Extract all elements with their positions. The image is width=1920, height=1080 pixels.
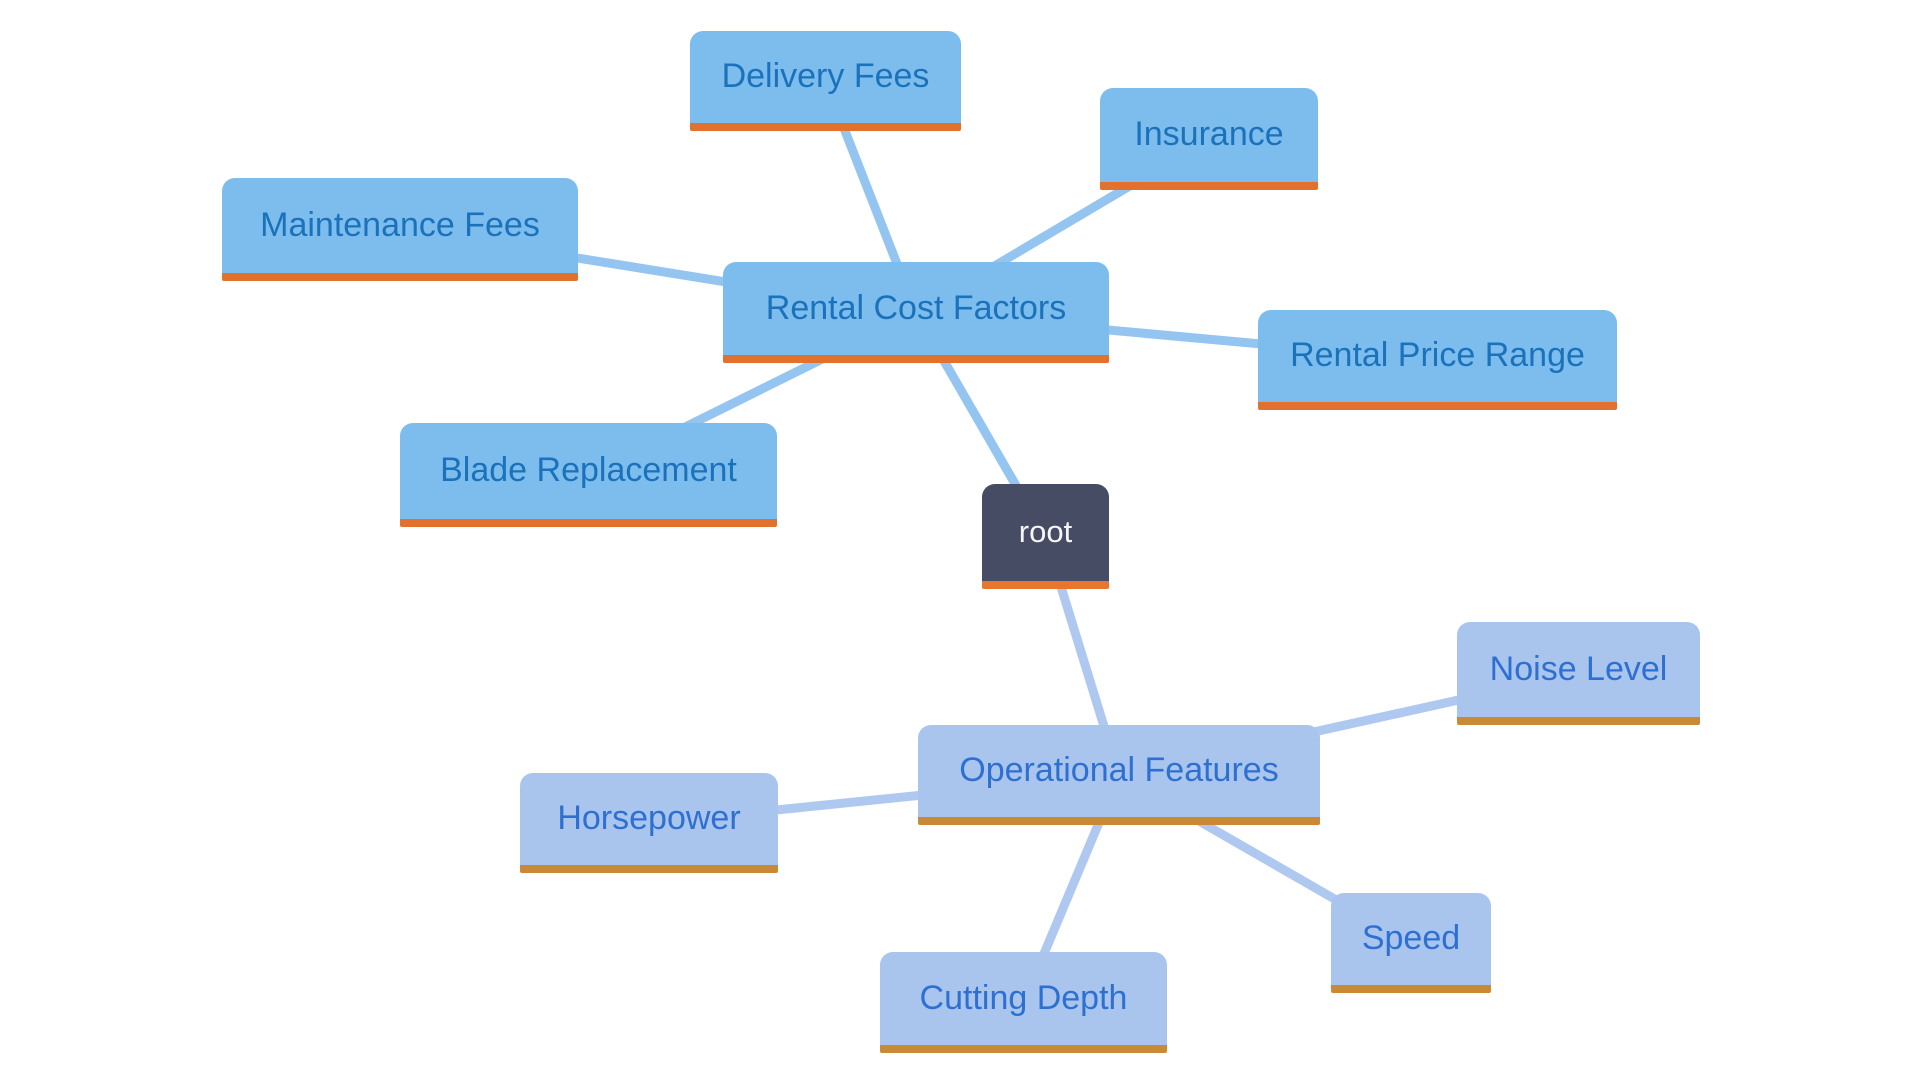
mindmap-node-rental-cost-factors: Rental Cost Factors	[723, 262, 1109, 363]
mindmap-node-rental-price-range: Rental Price Range	[1258, 310, 1617, 410]
mindmap-node-maintenance-fees: Maintenance Fees	[222, 178, 578, 281]
mindmap-node-horsepower: Horsepower	[520, 773, 778, 873]
mindmap-node-label: Maintenance Fees	[260, 205, 540, 244]
mindmap-node-label: Operational Features	[959, 751, 1279, 789]
mindmap-node-label: Insurance	[1134, 115, 1284, 153]
mindmap-node-label: Cutting Depth	[919, 978, 1128, 1017]
mindmap-node-blade-replacement: Blade Replacement	[400, 423, 777, 527]
mindmap-node-label: root	[1018, 514, 1073, 549]
mindmap-node-label: Delivery Fees	[721, 57, 930, 95]
mindmap-node-label: Noise Level	[1489, 649, 1668, 688]
mindmap-node-label: Horsepower	[557, 799, 741, 837]
mindmap-node-label: Blade Replacement	[440, 451, 737, 489]
mindmap-node-label: Speed	[1361, 919, 1461, 957]
mindmap-node-speed: Speed	[1331, 893, 1491, 993]
mindmap-node-operational-features: Operational Features	[918, 725, 1320, 825]
mindmap-node-label: Rental Price Range	[1290, 336, 1585, 374]
mindmap-node-insurance: Insurance	[1100, 88, 1318, 190]
mindmap-node-noise-level: Noise Level	[1457, 622, 1700, 725]
mindmap-node-cutting-depth: Cutting Depth	[880, 952, 1167, 1053]
mindmap-node-delivery-fees: Delivery Fees	[690, 31, 961, 131]
mindmap-node-label: Rental Cost Factors	[765, 288, 1067, 327]
mindmap-node-root: root	[982, 484, 1109, 589]
